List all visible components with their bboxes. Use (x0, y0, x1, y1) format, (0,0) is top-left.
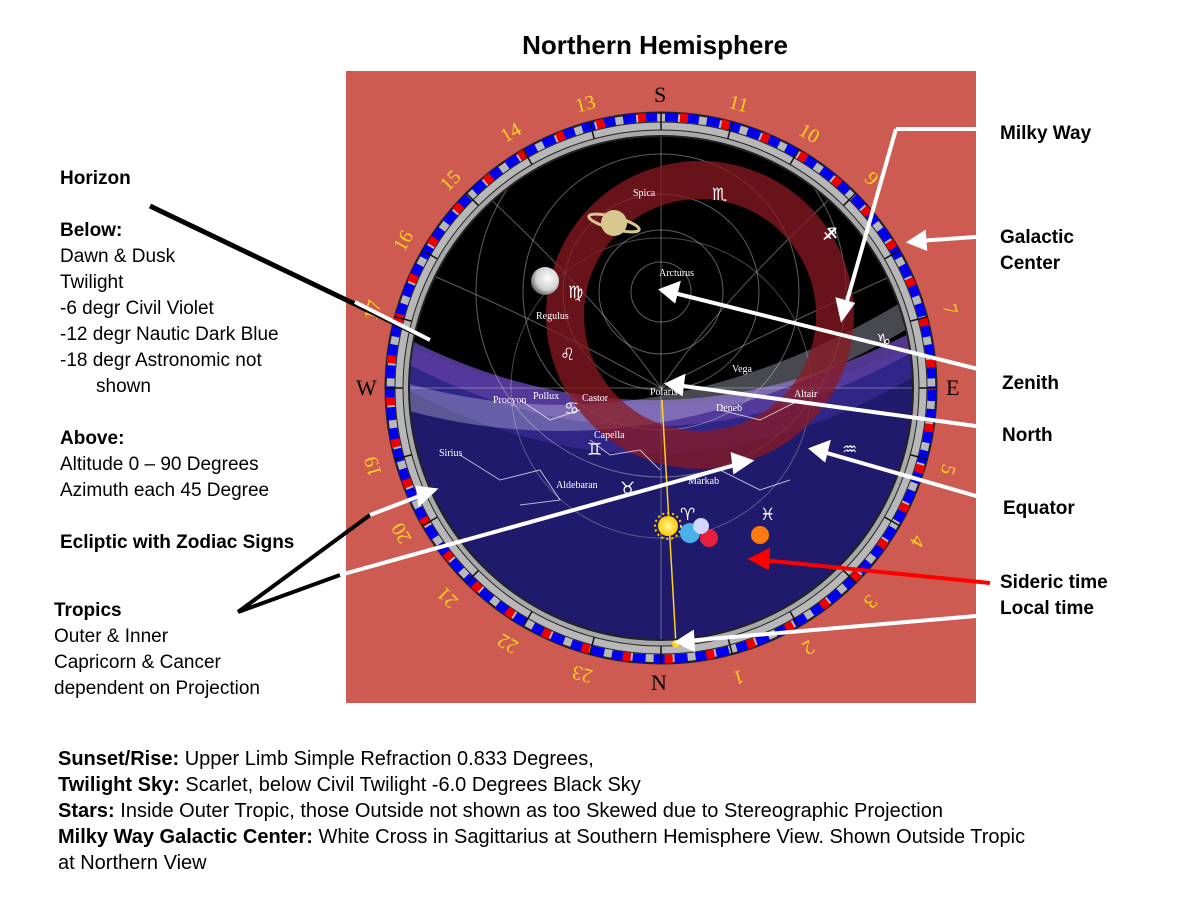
tropics-line: Outer & Inner (54, 624, 260, 650)
galactic-center-line: Center (1000, 251, 1074, 277)
above-line: Altitude 0 – 90 Degrees (60, 452, 269, 478)
note-text: Inside Outer Tropic, those Outside not s… (115, 800, 943, 822)
zodiac-cancer: ♋ (564, 399, 579, 419)
star-regulus: Regulus (536, 311, 569, 322)
tropics-line: Capricorn & Cancer (54, 650, 260, 676)
zodiac-gemini: ♊ (587, 440, 602, 460)
below-line-indent: shown (60, 374, 279, 400)
star-spica: Spica (633, 188, 656, 199)
note-text: White Cross in Sagittarius at Southern H… (313, 826, 1025, 848)
ecliptic-label: Ecliptic with Zodiac Signs (60, 530, 294, 556)
equator-label: Equator (1003, 496, 1075, 522)
diagram-title: Northern Hemisphere (0, 30, 1200, 61)
star-castor: Castor (582, 393, 609, 404)
zodiac-aries: ♈ (680, 505, 695, 525)
note-row: Stars: Inside Outer Tropic, those Outsid… (58, 798, 1193, 824)
compass-north: N (651, 670, 667, 695)
note-row: Sunset/Rise: Upper Limb Simple Refractio… (58, 746, 1193, 772)
zodiac-virgo: ♍ (568, 283, 583, 303)
planet-icon (693, 518, 709, 534)
star-procyon: Procyon (493, 395, 526, 406)
tropics-section: Tropics Outer & Inner Capricorn & Cancer… (54, 598, 260, 702)
note-row: at Northern View (58, 850, 1193, 876)
notes-section: Sunset/Rise: Upper Limb Simple Refractio… (58, 746, 1193, 876)
note-text: Upper Limb Simple Refraction 0.833 Degre… (179, 748, 594, 770)
horizon-label: Horizon (60, 166, 131, 192)
galactic-center-label: Galactic Center (1000, 225, 1074, 277)
below-line: -18 degr Astronomic not (60, 348, 279, 374)
sun-icon (655, 513, 681, 539)
compass-east: E (946, 375, 959, 400)
below-line: -12 degr Nautic Dark Blue (60, 322, 279, 348)
note-row: Milky Way Galactic Center: White Cross i… (58, 824, 1193, 850)
note-row: Twilight Sky: Scarlet, below Civil Twili… (58, 772, 1193, 798)
galactic-center-line: Galactic (1000, 225, 1074, 251)
note-label: Milky Way Galactic Center: (58, 826, 313, 848)
zenith-label: Zenith (1002, 371, 1059, 397)
below-line: Dawn & Dusk (60, 244, 279, 270)
note-label: Sunset/Rise: (58, 748, 179, 770)
star-deneb: Deneb (716, 403, 742, 414)
compass-west: W (356, 375, 377, 400)
moon-icon (531, 267, 559, 295)
north-label: North (1002, 423, 1053, 449)
star-sirius: Sirius (439, 448, 462, 459)
tropics-heading: Tropics (54, 598, 260, 624)
note-label: Twilight Sky: (58, 774, 180, 796)
mars-icon (751, 526, 769, 544)
sideric-time-label: Sideric time Local time (1000, 570, 1108, 622)
milky-way-label: Milky Way (1000, 121, 1091, 147)
compass-south: S (654, 82, 666, 107)
below-section: Below: Dawn & Dusk Twilight -6 degr Civi… (60, 218, 279, 400)
star-arcturus: Arcturus (659, 268, 694, 279)
above-heading: Above: (60, 426, 269, 452)
below-heading: Below: (60, 218, 279, 244)
sideric-time-line: Sideric time (1000, 570, 1108, 596)
zodiac-pisces: ♓ (760, 505, 775, 525)
star-aldebaran: Aldebaran (556, 480, 598, 491)
tropics-line: dependent on Projection (54, 676, 260, 702)
zodiac-leo: ♌ (560, 345, 575, 365)
note-text: at Northern View (58, 852, 207, 874)
note-text: Scarlet, below Civil Twilight -6.0 Degre… (180, 774, 641, 796)
star-pollux: Pollux (533, 391, 559, 402)
above-section: Above: Altitude 0 – 90 Degrees Azimuth e… (60, 426, 269, 504)
above-line: Azimuth each 45 Degree (60, 478, 269, 504)
star-altair: Altair (794, 389, 818, 400)
zodiac-scorpio: ♏ (712, 185, 727, 205)
note-label: Stars: (58, 800, 115, 822)
star-vega: Vega (732, 364, 753, 375)
below-line: Twilight (60, 270, 279, 296)
local-time-line: Local time (1000, 596, 1108, 622)
below-line: -6 degr Civil Violet (60, 296, 279, 322)
